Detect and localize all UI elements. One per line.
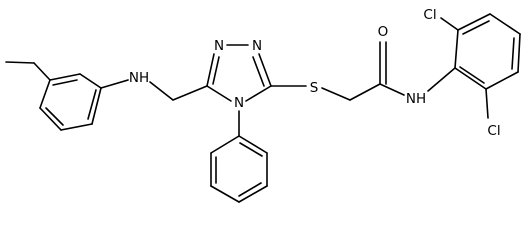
bond-methyl xyxy=(33,62,51,81)
bond xyxy=(149,81,174,101)
structure-drawing: NH N N N S O NH Cl Cl xyxy=(5,7,521,203)
bond-double xyxy=(45,107,64,126)
bond xyxy=(60,123,93,131)
bond xyxy=(321,87,351,101)
bond xyxy=(39,79,51,109)
molecule-canvas: NH N N N S O NH Cl Cl xyxy=(5,7,521,203)
bond-methyl xyxy=(5,61,35,64)
bond-double xyxy=(52,79,78,86)
bond xyxy=(517,33,521,73)
bond xyxy=(349,83,381,101)
triazole-ring xyxy=(206,44,272,102)
bond-double xyxy=(459,66,485,84)
bond xyxy=(238,185,268,203)
bond xyxy=(485,71,519,90)
bond xyxy=(489,13,521,35)
bond-double xyxy=(238,182,262,197)
bond xyxy=(454,29,459,69)
bond xyxy=(258,53,272,87)
bond xyxy=(206,85,232,102)
bond xyxy=(79,73,102,89)
phenyl-ring xyxy=(210,110,268,203)
bond xyxy=(39,107,62,131)
atom-label-cl: Cl xyxy=(423,7,436,23)
bond-cl xyxy=(485,88,489,119)
atom-label-n-triazole: N xyxy=(214,38,224,54)
bond-double xyxy=(87,89,97,120)
bond xyxy=(238,135,268,154)
bond xyxy=(210,185,240,203)
atom-labels: NH N N N S O NH Cl Cl xyxy=(129,7,501,139)
atom-label-n-triazole: N xyxy=(252,38,262,54)
bond-double xyxy=(462,20,490,35)
bond xyxy=(379,83,405,96)
bond-double xyxy=(239,142,263,157)
atom-label-o: O xyxy=(378,24,389,40)
bond xyxy=(427,67,456,92)
bond xyxy=(457,13,491,31)
bond-double xyxy=(511,37,515,70)
atom-label-s: S xyxy=(310,80,319,96)
bond xyxy=(454,67,487,90)
atom-label-nh-amine: NH xyxy=(129,70,149,86)
bond-double xyxy=(212,56,220,85)
tolyl-ring xyxy=(5,61,102,131)
bond xyxy=(245,85,272,102)
bond xyxy=(91,87,102,125)
bond-cl xyxy=(440,17,459,31)
atom-label-nh-amide: NH xyxy=(406,91,426,107)
bond xyxy=(210,135,240,154)
atom-label-cl: Cl xyxy=(487,123,500,139)
bond xyxy=(206,53,215,87)
dichlorophenyl-ring xyxy=(440,13,521,119)
bond xyxy=(172,85,208,101)
bond xyxy=(100,79,129,89)
bond-double xyxy=(252,56,265,87)
atom-label-n-triazole: N xyxy=(234,95,244,111)
bond xyxy=(49,73,81,81)
